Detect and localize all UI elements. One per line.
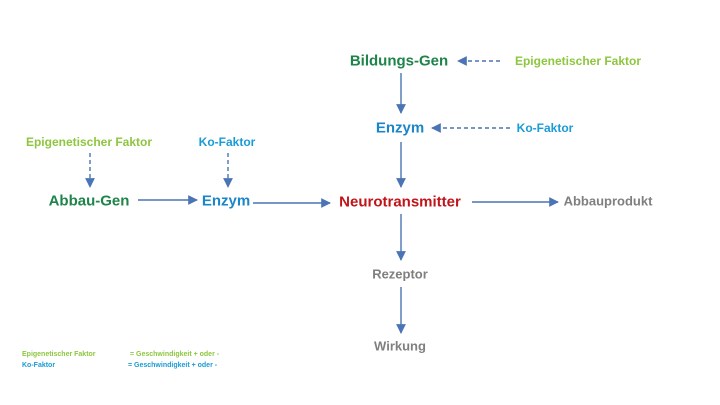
node-bildungs-gen: Bildungs-Gen — [349, 52, 449, 70]
node-cofactor-top: Ko-Faktor — [516, 121, 574, 135]
legend-definition-cofactor: = Geschwindigkeit + oder - — [128, 362, 218, 369]
node-enzyme-top: Enzym — [375, 119, 425, 137]
legend-term-epigenetic: Epigenetischer Faktor — [22, 351, 96, 358]
node-epigenetic-factor-left: Epigenetischer Faktor — [25, 135, 153, 149]
node-abbau-gen: Abbau-Gen — [48, 192, 130, 210]
node-neurotransmitter: Neurotransmitter — [339, 193, 461, 211]
node-abbauprodukt: Abbauprodukt — [563, 193, 653, 209]
node-epigenetic-factor-top: Epigenetischer Faktor — [514, 54, 642, 68]
node-cofactor-left: Ko-Faktor — [198, 135, 256, 149]
node-enzyme-left: Enzym — [201, 192, 251, 210]
node-wirkung: Wirkung — [374, 338, 426, 354]
node-rezeptor: Rezeptor — [372, 266, 428, 282]
legend-term-cofactor: Ko-Faktor — [22, 362, 56, 369]
legend-definition-epigenetic: = Geschwindigkeit + oder - — [130, 351, 220, 358]
